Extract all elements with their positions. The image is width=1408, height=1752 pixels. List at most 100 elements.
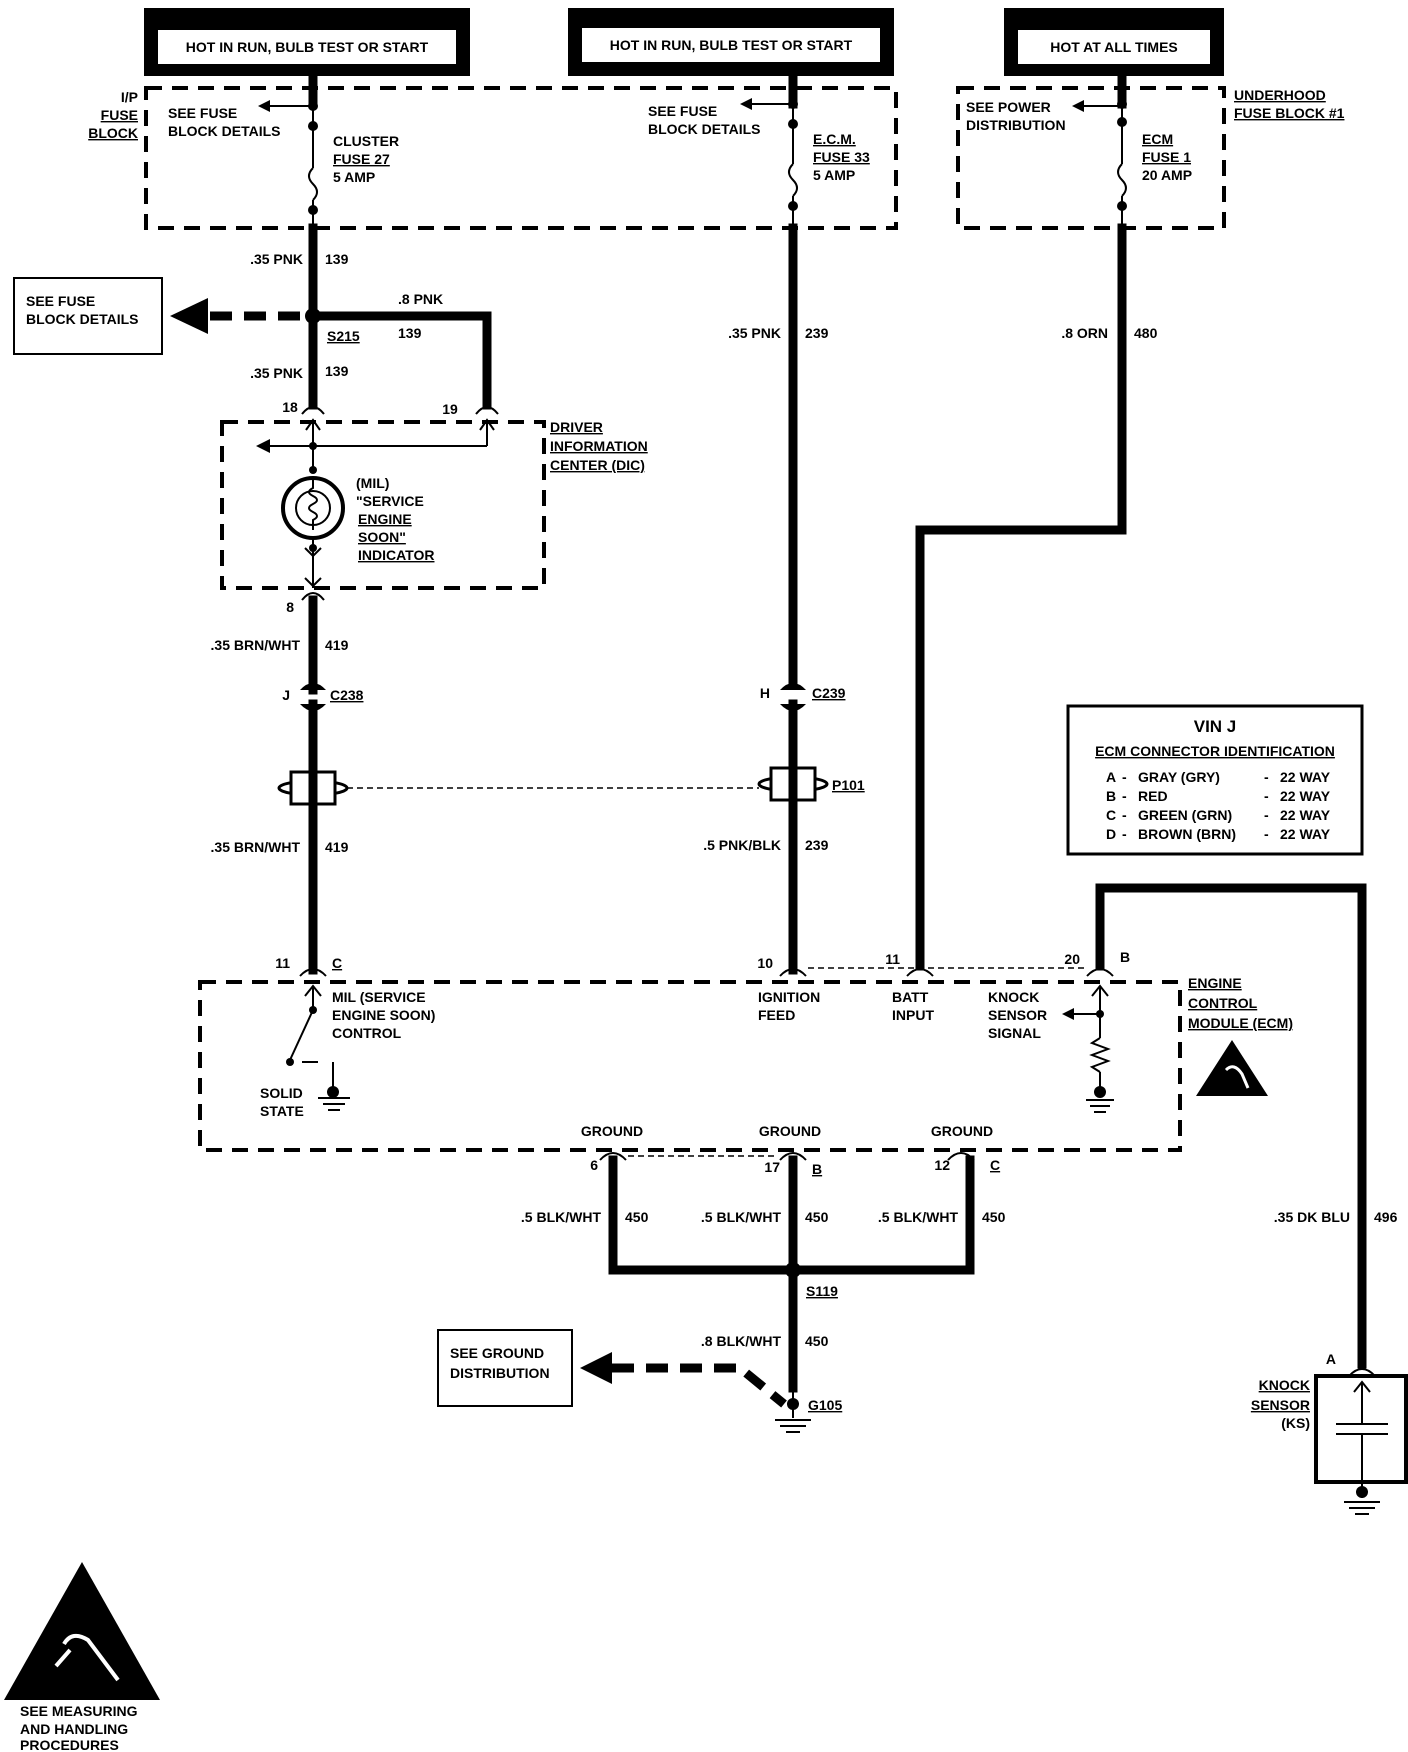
- ground-label-1: GROUND: [581, 1123, 643, 1139]
- ecm33-fuse-rating: 5 AMP: [813, 167, 855, 183]
- pin-11-mil: 11: [275, 955, 290, 971]
- power-header-2: HOT IN RUN, BULB TEST OR START: [568, 8, 894, 76]
- svg-text:-: -: [1264, 788, 1269, 804]
- see-ground-distribution-box: [437, 1329, 573, 1407]
- svg-text:SOON": SOON": [358, 529, 406, 545]
- wire-419a-circuit: 419: [325, 637, 349, 653]
- wire-419a-gauge: .35 BRN/WHT: [211, 637, 301, 653]
- wire-480-gauge: .8 ORN: [1061, 325, 1108, 341]
- cluster-fuse: SEE FUSE BLOCK DETAILS CLUSTER FUSE 27 5…: [168, 100, 399, 228]
- svg-text:C239: C239: [812, 685, 846, 701]
- svg-text:H: H: [760, 685, 770, 701]
- splice-s119: [785, 1262, 801, 1278]
- splice-s215-label: S215: [327, 328, 360, 344]
- see-ground-distribution-b: DISTRIBUTION: [450, 1365, 550, 1381]
- see-power-distribution-a: SEE POWER: [966, 99, 1051, 115]
- wire-450a-gauge: .5 BLK/WHT: [521, 1209, 602, 1225]
- svg-text:FUSE: FUSE: [101, 107, 138, 123]
- pin-a-knock: A: [1326, 1351, 1336, 1367]
- underhood-fuse-block: [956, 86, 1226, 230]
- svg-text:C: C: [1106, 807, 1116, 823]
- svg-text:MIL (SERVICE: MIL (SERVICE: [332, 989, 426, 1005]
- power-header-1-label: HOT IN RUN, BULB TEST OR START: [186, 39, 429, 55]
- wire-480-circuit: 480: [1134, 325, 1158, 341]
- solid-state-1: SOLID: [260, 1085, 303, 1101]
- svg-text:A: A: [1106, 769, 1116, 785]
- svg-text:GREEN (GRN): GREEN (GRN): [1138, 807, 1232, 823]
- see-ground-distribution-a: SEE GROUND: [450, 1345, 544, 1361]
- pin-19: 19: [442, 401, 458, 417]
- svg-text:KNOCK: KNOCK: [1259, 1377, 1310, 1393]
- svg-text:D: D: [1106, 826, 1116, 842]
- connector-c238: J C238: [282, 683, 364, 711]
- knock-signal-3: SIGNAL: [988, 1025, 1041, 1041]
- mil-control-switch: [286, 984, 350, 1111]
- svg-text:INFORMATION: INFORMATION: [550, 438, 648, 454]
- pin-18: 18: [282, 399, 298, 415]
- pin-11-batt: 11: [885, 951, 900, 967]
- dic-title: DRIVER INFORMATION CENTER (DIC): [550, 419, 648, 473]
- wire-450d-gauge: .8 BLK/WHT: [701, 1333, 782, 1349]
- power-header-2-label: HOT IN RUN, BULB TEST OR START: [610, 37, 853, 53]
- vin-table-title: VIN J: [1194, 717, 1237, 736]
- svg-text:RED: RED: [1138, 788, 1168, 804]
- svg-text:-: -: [1264, 807, 1269, 823]
- svg-text:I/P: I/P: [121, 89, 138, 105]
- wire-496-gauge: .35 DK BLU: [1274, 1209, 1350, 1225]
- pin-b-ground: B: [812, 1161, 822, 1177]
- svg-text:-: -: [1122, 788, 1127, 804]
- svg-text:22 WAY: 22 WAY: [1280, 807, 1331, 823]
- svg-text:(MIL): (MIL): [356, 475, 389, 491]
- knock-sensor: A KNOCK SENSOR (KS): [1251, 1351, 1408, 1515]
- ip-fuse-block: [144, 86, 898, 230]
- svg-text:22 WAY: 22 WAY: [1280, 826, 1331, 842]
- wire-239b-gauge: .5 PNK/BLK: [703, 837, 781, 853]
- mil-bulb-icon: [281, 476, 345, 540]
- svg-text:B: B: [1106, 788, 1116, 804]
- wire-450c-gauge: .5 BLK/WHT: [878, 1209, 959, 1225]
- wire-450b-gauge: .5 BLK/WHT: [701, 1209, 782, 1225]
- see-fuse-block-details-2b: BLOCK DETAILS: [648, 121, 761, 137]
- see-fuse-block-details-1a: SEE FUSE: [168, 105, 237, 121]
- svg-text:-: -: [1122, 826, 1127, 842]
- esd-note-1: SEE MEASURING: [20, 1703, 138, 1719]
- svg-text:CONTROL: CONTROL: [1188, 995, 1258, 1011]
- pin-17: 17: [764, 1159, 780, 1175]
- svg-text:ENGINE SOON): ENGINE SOON): [332, 1007, 435, 1023]
- wire-450b-circuit: 450: [805, 1209, 829, 1225]
- svg-text:22 WAY: 22 WAY: [1280, 769, 1331, 785]
- wire-450c-circuit: 450: [982, 1209, 1006, 1225]
- wire-419b-gauge: .35 BRN/WHT: [211, 839, 301, 855]
- wire-450a-circuit: 450: [625, 1209, 649, 1225]
- see-power-distribution-b: DISTRIBUTION: [966, 117, 1066, 133]
- wire-139c-gauge: .35 PNK: [250, 365, 303, 381]
- solid-state-2: STATE: [260, 1103, 304, 1119]
- pin-10: 10: [757, 955, 773, 971]
- svg-text:G105: G105: [808, 1397, 842, 1413]
- driver-information-center: [220, 420, 546, 590]
- wire-139b-circuit: 139: [398, 325, 422, 341]
- svg-text:DRIVER: DRIVER: [550, 419, 603, 435]
- ecm1-fuse-number: FUSE 1: [1142, 149, 1191, 165]
- batt-input-2: INPUT: [892, 1007, 934, 1023]
- esd-warning-icon: [1196, 1040, 1268, 1096]
- pin-b-knock: B: [1120, 949, 1130, 965]
- ecm33-fuse-name: E.C.M.: [813, 131, 856, 147]
- wire-239a-gauge: .35 PNK: [728, 325, 781, 341]
- svg-text:-: -: [1264, 826, 1269, 842]
- svg-text:P101: P101: [832, 777, 865, 793]
- svg-text:(KS): (KS): [1281, 1415, 1310, 1431]
- wire-139c-circuit: 139: [325, 363, 349, 379]
- passthrough-p101-right: P101: [757, 763, 865, 805]
- pin-20: 20: [1064, 951, 1080, 967]
- connector-c239: H C239: [760, 683, 846, 711]
- pin-c-mil: C: [332, 955, 342, 971]
- ecm1-fuse-rating: 20 AMP: [1142, 167, 1192, 183]
- wire-239a-circuit: 239: [805, 325, 829, 341]
- see-fuse-block-details-2a: SEE FUSE: [648, 103, 717, 119]
- cluster-fuse-name: CLUSTER: [333, 133, 399, 149]
- see-fuse-block-details-1b: BLOCK DETAILS: [168, 123, 281, 139]
- ecm-fuse-33: SEE FUSE BLOCK DETAILS E.C.M. FUSE 33 5 …: [648, 98, 870, 228]
- vin-table-subtitle: ECM CONNECTOR IDENTIFICATION: [1095, 743, 1335, 759]
- knock-signal-1: KNOCK: [988, 989, 1039, 1005]
